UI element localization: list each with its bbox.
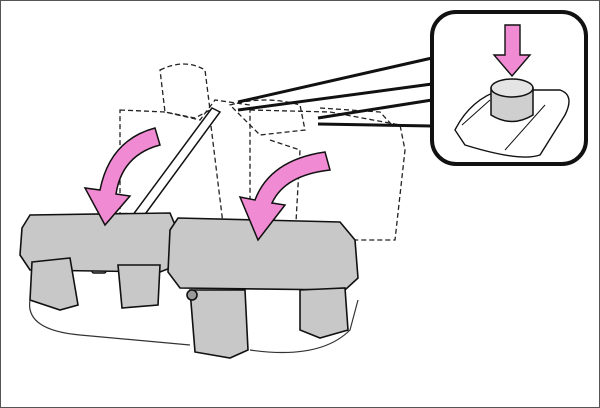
press-arrow-icon [492, 24, 532, 78]
lever-base [454, 89, 570, 158]
release-knob-icon [490, 78, 534, 123]
folded-seatbacks [19, 212, 359, 359]
seat-cushion-base [29, 299, 359, 354]
release-lever-inset [430, 10, 588, 166]
callout-lines [237, 56, 433, 128]
fold-arrow-icon [83, 127, 331, 242]
seatback-upright-outline [119, 63, 406, 241]
